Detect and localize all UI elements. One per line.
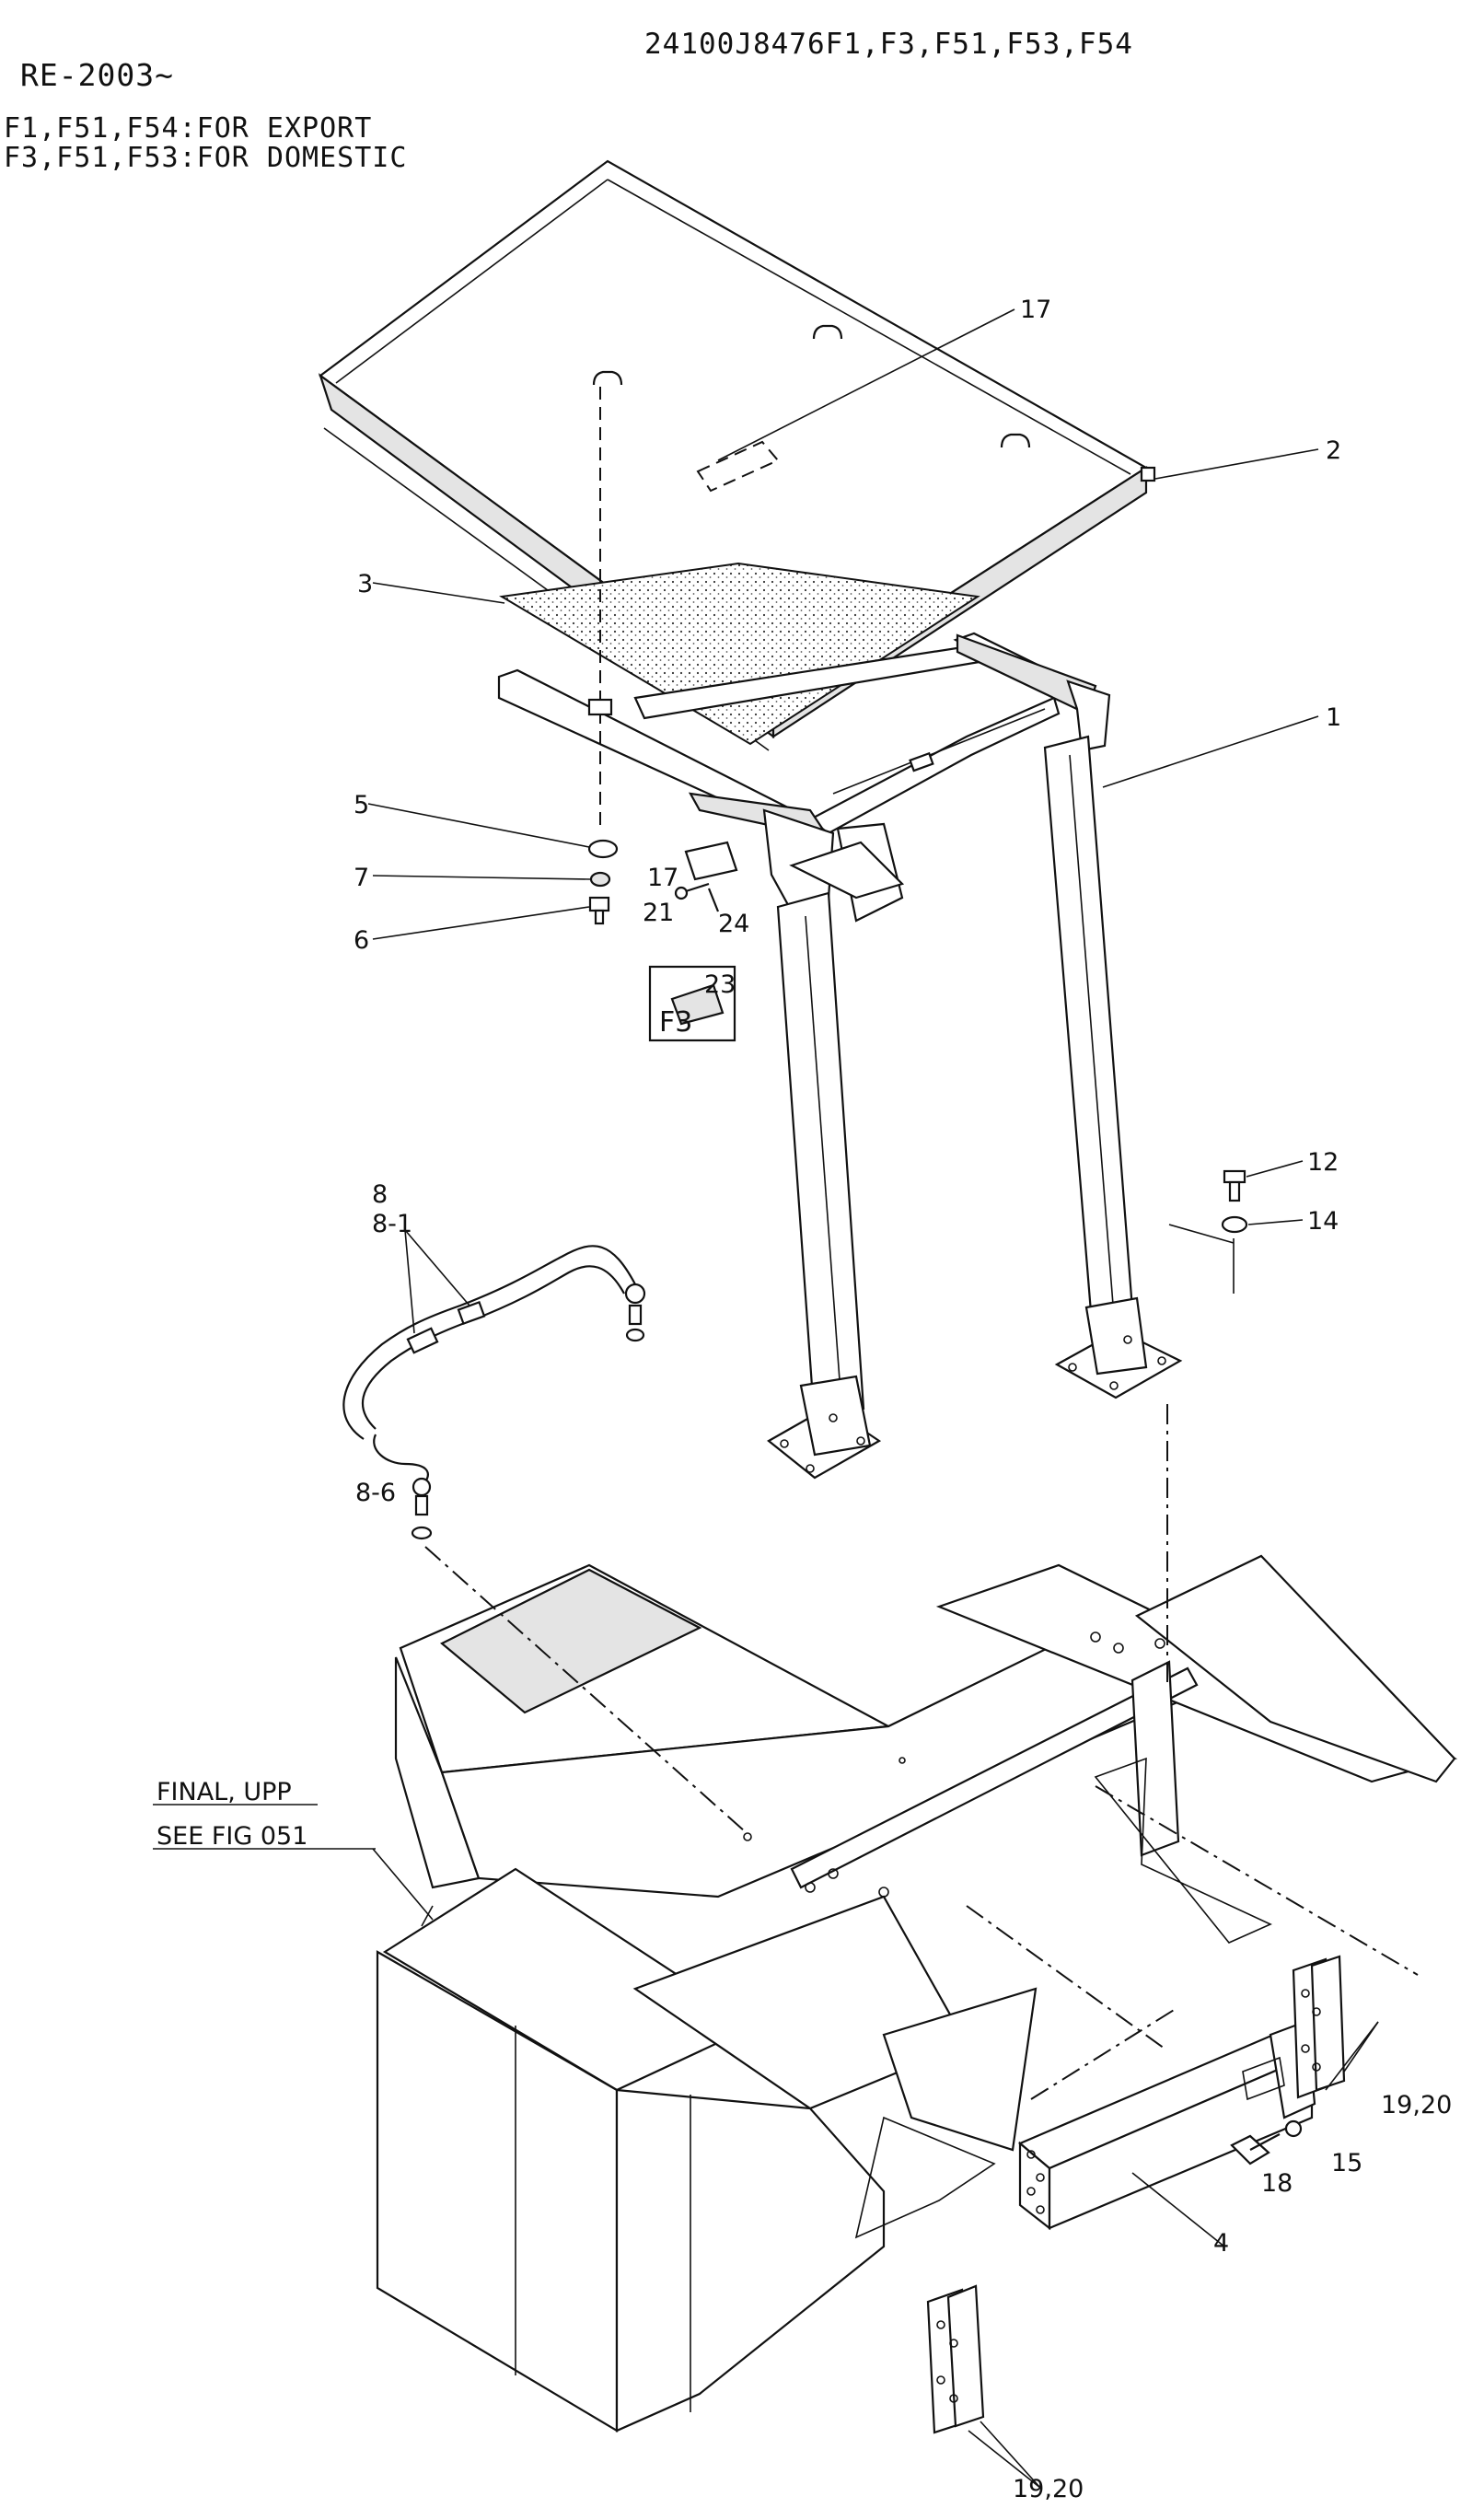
- callout-1: 1: [1326, 703, 1341, 732]
- callout-4: 4: [1213, 2229, 1229, 2258]
- center-hole: [899, 1757, 906, 1764]
- callout-2: 2: [1326, 436, 1341, 465]
- callout-5: 5: [354, 791, 369, 819]
- callout-18: 18: [1261, 2169, 1293, 2198]
- callout-14: 14: [1307, 1207, 1339, 1236]
- bolt-18-washer-15: [1230, 2119, 1303, 2165]
- callout-17-mid: 17: [647, 864, 678, 892]
- domestic-note: F3,F51,F53:FOR DOMESTIC: [4, 142, 408, 174]
- serial-range: RE-2003~: [20, 57, 174, 93]
- callout-15: 15: [1331, 2149, 1362, 2177]
- inset-f3-label: F3: [659, 1006, 692, 1039]
- callout-21: 21: [643, 899, 674, 927]
- roof-bolt-boss: [587, 698, 613, 716]
- callout-19-20-bottom: 19,20: [1013, 2475, 1084, 2503]
- callout-24: 24: [718, 910, 749, 938]
- export-note: F1,F51,F54:FOR EXPORT: [4, 112, 373, 145]
- callout-8: 8: [372, 1180, 388, 1209]
- reference-final-upp: FINAL, UPP: [157, 1778, 292, 1806]
- decal-17-assembly: [674, 841, 738, 912]
- callout-12: 12: [1307, 1148, 1339, 1177]
- reference-see-fig: SEE FIG 051: [157, 1822, 307, 1851]
- canopy-frame: [497, 632, 1183, 1480]
- mounting-bracket: [1017, 2019, 1316, 2231]
- callout-6: 6: [354, 926, 369, 955]
- hardware-5-7-6: [587, 839, 619, 925]
- callout-8-1: 8-1: [372, 1210, 412, 1238]
- ground-cable-harness: [342, 1245, 646, 1540]
- bolt-12-leader: [1168, 1224, 1235, 1244]
- shim-plates-bottom: [926, 2284, 985, 2434]
- hardware-12-14: [1221, 1169, 1248, 1234]
- ground-hole: [743, 1832, 752, 1841]
- upper-frame-base: [376, 1554, 1458, 2433]
- part-number-header: 24100J8476F1,F3,F51,F53,F54: [644, 28, 1133, 61]
- callout-19-20-right: 19,20: [1381, 2091, 1452, 2119]
- leader-lines: [153, 308, 1379, 2489]
- inset-f3-box: [648, 965, 736, 1042]
- callout-7: 7: [354, 864, 369, 892]
- callout-3: 3: [357, 570, 373, 598]
- callout-17-top: 17: [1020, 296, 1051, 324]
- callout-8-6: 8-6: [355, 1479, 396, 1507]
- callout-23: 23: [704, 970, 736, 999]
- shim-plates-right: [1292, 1955, 1346, 2099]
